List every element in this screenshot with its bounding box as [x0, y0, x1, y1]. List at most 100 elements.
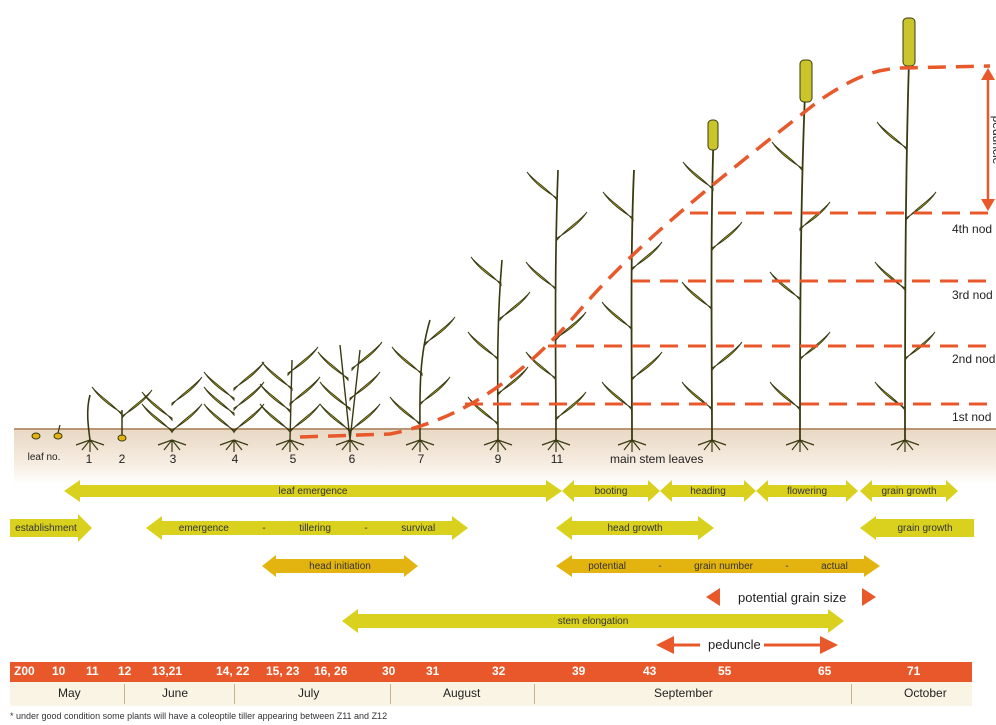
survival-label: survival	[401, 522, 436, 534]
zadoks-code: 12	[118, 664, 132, 678]
leaf-number-2: 2	[118, 452, 126, 466]
zadoks-code: 30	[382, 664, 396, 678]
peduncle-vertical-label: peduncle	[990, 116, 996, 165]
leaf-number-4: 4	[231, 452, 239, 466]
actual-label: actual	[821, 560, 848, 572]
head-initiation-arrow	[262, 555, 418, 577]
leaf-number-7: 7	[417, 452, 425, 466]
node-label-3: 3rd nod	[952, 288, 993, 302]
grain-growth-top-label: grain growth	[881, 485, 937, 497]
month-timeline	[10, 682, 972, 706]
tillering-label: tillering	[299, 522, 331, 534]
month-october: October	[904, 686, 947, 700]
stem-elongation-arrow	[342, 609, 844, 633]
leaf-number-3: 3	[169, 452, 177, 466]
grain-number-labels: potential - grain number - actual	[572, 555, 864, 577]
emergence-tillering-survival-arrow	[146, 516, 468, 540]
grain-number-label: grain number	[694, 560, 754, 572]
month-may: May	[58, 686, 81, 700]
dash-label: -	[364, 522, 368, 534]
zadoks-code: Z00	[14, 664, 35, 678]
plant-flowering	[769, 59, 831, 453]
plant-grain-growth	[874, 17, 937, 453]
emergence-tillering-survival-labels: emergence - tillering - survival	[162, 517, 452, 539]
plant-booting	[601, 169, 663, 453]
grain-growth-right-label: grain growth	[897, 522, 953, 534]
month-september: September	[654, 686, 713, 700]
month-divider	[124, 684, 125, 704]
node-label-2: 2nd nod	[952, 352, 996, 366]
zadoks-code: 14, 22	[216, 664, 250, 678]
zadoks-code: 10	[52, 664, 66, 678]
plant-leaf-11	[525, 169, 588, 453]
zadoks-code: 71	[907, 664, 921, 678]
head-initiation-label: head initiation	[309, 560, 371, 572]
flowering-label: flowering	[786, 485, 828, 497]
plant-heading	[681, 119, 743, 453]
plant-leaf-1	[75, 394, 105, 453]
footnote: * under good condition some plants will …	[10, 711, 388, 721]
grain-growth-arrow-right	[860, 516, 974, 540]
head-growth-label: head growth	[607, 522, 663, 534]
zadoks-code: 39	[572, 664, 586, 678]
plant-leaf-9	[467, 256, 531, 453]
zadoks-code: 13,21	[152, 664, 183, 678]
leaf-number-6: 6	[348, 452, 356, 466]
zadoks-code: 31	[426, 664, 440, 678]
month-divider	[234, 684, 235, 704]
zadoks-code: 43	[643, 664, 657, 678]
leaf-number-1: 1	[85, 452, 93, 466]
leaf-emergence-arrow	[64, 480, 562, 502]
potential-grain-size-right-arrow	[862, 588, 876, 606]
plant-leaf-2	[91, 386, 153, 442]
peduncle-label: peduncle	[708, 637, 761, 652]
dash-label: -	[658, 560, 662, 572]
leaf-emergence-label: leaf emergence	[278, 485, 348, 497]
leaf-number-9: 9	[494, 452, 502, 466]
booting-label: booting	[594, 485, 628, 497]
plant-leaf-5	[259, 346, 321, 453]
heading-label: heading	[690, 485, 726, 497]
node-label-1: 1st nod	[952, 410, 992, 424]
dash-label: -	[785, 560, 789, 572]
establishment-label: establishment	[15, 522, 77, 534]
month-divider	[390, 684, 391, 704]
potential-grain-size-left-arrow	[706, 588, 720, 606]
grain-number-arrow	[556, 555, 880, 577]
soil-surface	[14, 428, 996, 484]
month-august: August	[443, 686, 481, 700]
head-growth-arrow	[556, 516, 714, 540]
potential-grain-size-label: potential grain size	[738, 590, 847, 605]
plant-leaf-6	[317, 341, 383, 453]
month-june: June	[162, 686, 189, 700]
potential-label: potential	[588, 560, 626, 572]
dash-label: -	[262, 522, 266, 534]
node-label-4: 4th nod	[952, 222, 993, 236]
emergence-label: emergence	[178, 522, 229, 534]
zadoks-code: 65	[818, 664, 832, 678]
leaf-number-label: leaf no.	[27, 452, 61, 463]
zadoks-code: 55	[718, 664, 732, 678]
main-stem-leaves-label: main stem leaves	[610, 452, 704, 466]
seed-stage	[31, 424, 63, 440]
establishment-arrow	[10, 514, 92, 542]
leaf-number-5: 5	[289, 452, 297, 466]
zadoks-code: 32	[492, 664, 506, 678]
leaf-number-11: 11	[550, 452, 564, 466]
peduncle-arrow	[656, 636, 838, 654]
flowering-arrow	[756, 480, 858, 502]
stage-arrows	[10, 480, 974, 654]
booting-arrow	[562, 480, 660, 502]
zadoks-code: 11	[86, 664, 99, 678]
zadoks-scale	[10, 662, 972, 682]
zadoks-code: 16, 26	[314, 664, 348, 678]
stem-elongation-label: stem elongation	[557, 615, 629, 627]
plant-illustrations: peduncle	[31, 17, 996, 453]
heading-arrow	[660, 480, 756, 502]
grain-growth-arrow-top	[860, 480, 958, 502]
peduncle-vertical-arrow: peduncle	[981, 68, 996, 211]
month-divider	[851, 684, 852, 704]
month-divider	[534, 684, 535, 704]
month-july: July	[298, 686, 320, 700]
